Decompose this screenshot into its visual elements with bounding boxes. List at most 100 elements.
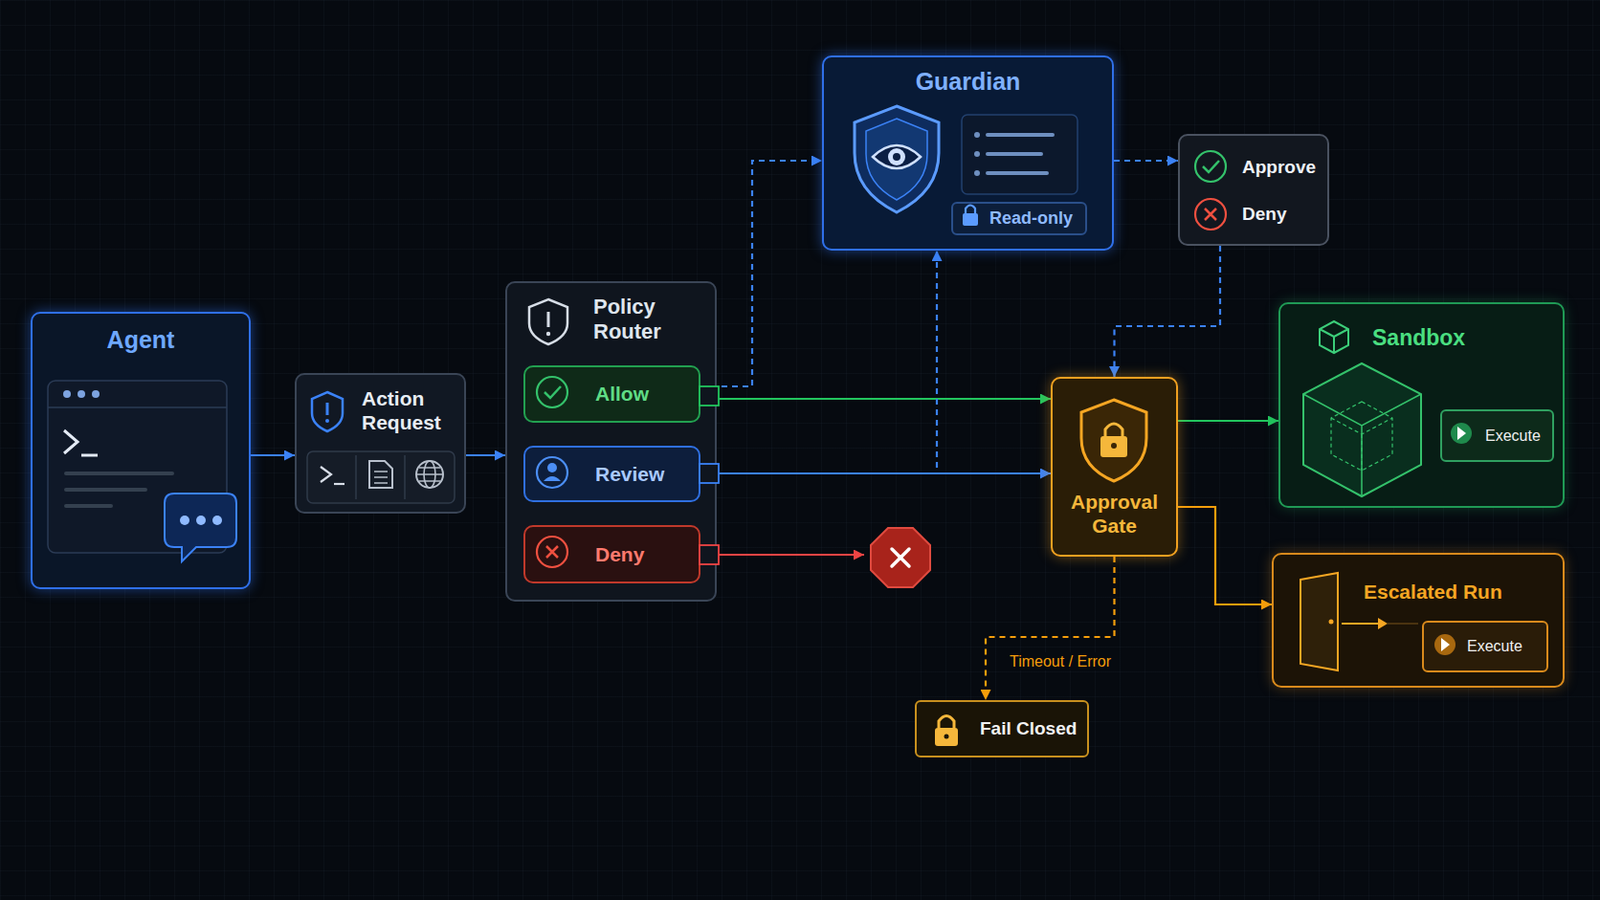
node-label: Agent: [107, 325, 176, 355]
log-panel: [974, 132, 980, 138]
gate-shield-icon: [1111, 443, 1117, 449]
router-shield-icon: [529, 299, 568, 345]
guardian-shield-icon: [888, 148, 906, 166]
sandbox-box: SandboxExecute: [1278, 302, 1565, 509]
request-shield-icon: [311, 392, 343, 432]
play-icon: [1441, 638, 1450, 652]
log-panel: [974, 170, 980, 177]
connector: [1177, 507, 1272, 605]
gate-shield-icon: [1105, 423, 1123, 437]
play-icon: [1450, 422, 1472, 445]
chat-bubble: [179, 515, 190, 526]
node-sublabel: Deny: [1242, 203, 1287, 226]
decision-icons: [1195, 151, 1226, 230]
door-icon: [1300, 573, 1338, 671]
execute-button: Execute: [1440, 409, 1555, 463]
play-icon: [1434, 634, 1456, 656]
route-option: Review: [523, 445, 701, 503]
route-option-icons: [546, 546, 558, 558]
status-badge: Read-only: [951, 201, 1088, 236]
route-option-icons: [536, 377, 568, 568]
fail-lock-icon: [938, 716, 955, 730]
request-kind-icons: [374, 471, 388, 484]
request-kind-icons: [355, 455, 405, 500]
router-port: [699, 464, 719, 484]
route-option-icons: [544, 386, 561, 399]
connector: [1177, 420, 1279, 423]
deny-terminal: [891, 549, 910, 567]
lock-icon: [962, 205, 978, 227]
request-shield-icon: [325, 419, 330, 423]
chat-bubble: [212, 515, 223, 526]
node-label: Action Request: [361, 386, 458, 435]
node-label: Execute: [1485, 426, 1541, 445]
connector: [1113, 159, 1178, 162]
fail-lock-icon: [934, 728, 958, 747]
fail-lock-icon: [944, 734, 950, 740]
route-option-icons: [536, 457, 568, 489]
node-label: Review: [595, 462, 665, 487]
sandbox-cube: [1303, 363, 1422, 497]
route-option-icons: [543, 476, 561, 482]
fail-lock-icon: [934, 716, 958, 748]
connector: [700, 160, 823, 387]
request-shield-icon: [311, 392, 343, 432]
agent-box: Agent: [30, 311, 251, 590]
guardian-shield-icon: [866, 118, 928, 200]
decision-icons: [1204, 208, 1217, 221]
decision-box: ApproveDeny: [1177, 133, 1330, 246]
request-kind-icons: [369, 461, 393, 489]
sandbox-cube: [1303, 394, 1422, 497]
node-label: Fail Closed: [979, 718, 1077, 741]
decision-icons: [1195, 199, 1226, 230]
route-option-icons: [536, 536, 568, 568]
play-icon: [1434, 422, 1472, 656]
router-port: [699, 545, 719, 565]
request-kind-icons: [320, 466, 332, 483]
play-icon: [1457, 426, 1467, 441]
cube-icon: [1319, 321, 1349, 354]
request-box: Action Request: [294, 373, 467, 514]
guardian-shield-icon: [854, 106, 939, 213]
edge-label: Timeout / Error: [1006, 652, 1114, 671]
router-port: [699, 386, 719, 565]
door-icon: [1377, 618, 1388, 630]
router-port: [699, 386, 719, 406]
gate-shield-icon: [1100, 436, 1128, 458]
request-kind-icons: [423, 461, 436, 489]
request-shield-icon: [326, 402, 330, 416]
node-label: Execute: [1466, 637, 1523, 656]
request-kind-icons: [416, 467, 444, 482]
terminal-window: [81, 454, 98, 458]
sandbox-cube: [1331, 401, 1393, 471]
terminal-window: [91, 390, 100, 399]
request-kind-icons: [416, 461, 444, 489]
route-option-icons: [536, 377, 568, 408]
chat-bubble: [196, 515, 206, 526]
terminal-window: [77, 390, 86, 399]
decision-icons: [1195, 151, 1226, 182]
gate-box: Approval Gate: [1050, 377, 1178, 557]
connector: [985, 556, 1115, 701]
gate-shield-icon: [1081, 400, 1147, 482]
route-option: Allow: [523, 365, 701, 423]
request-kind-icons: [307, 451, 455, 504]
terminal-window: [47, 380, 227, 554]
node-label: Deny: [595, 542, 645, 567]
deny-terminal: [718, 528, 931, 588]
connector: [700, 472, 1051, 475]
deny-terminal: [718, 554, 865, 556]
connector: [700, 398, 1051, 400]
chat-bubble: [164, 493, 237, 562]
terminal-window: [63, 390, 71, 399]
node-label: Approve: [1242, 156, 1316, 179]
request-kind-icons: [333, 483, 345, 486]
router-shield-icon: [529, 299, 568, 345]
door-icon: [1387, 622, 1419, 624]
connector: [700, 250, 937, 474]
guardian-shield-icon: [854, 106, 939, 213]
door-icon: [1329, 620, 1334, 625]
connector: [466, 454, 506, 457]
